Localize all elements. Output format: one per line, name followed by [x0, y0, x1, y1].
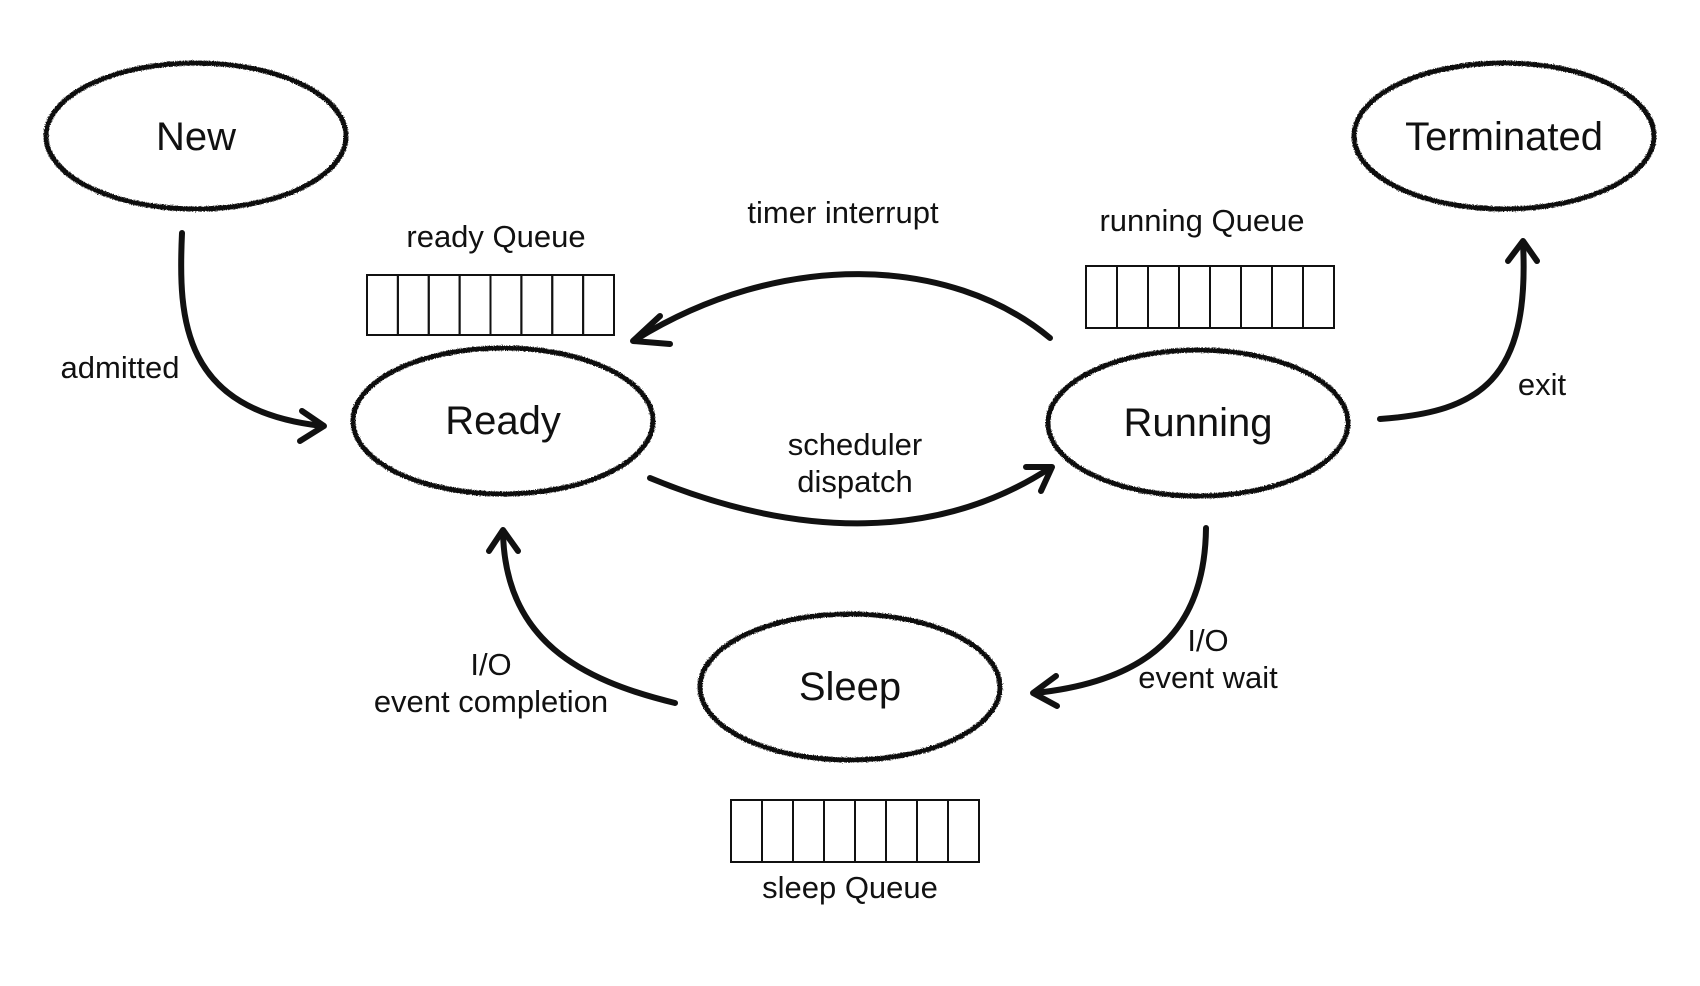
running-queue-cells: [1085, 265, 1335, 329]
sleep-queue-label: sleep Queue: [762, 870, 938, 905]
running-queue-slot: [1302, 265, 1335, 329]
arrow-scheduler-dispatch: [647, 464, 1055, 527]
label-admitted: admitted: [61, 350, 180, 385]
state-sleep: Sleep: [697, 611, 1003, 763]
running-queue-slot: [1271, 265, 1304, 329]
ready-queue-slot: [551, 274, 585, 336]
label-timer-interrupt: timer interrupt: [747, 195, 939, 230]
sleep-queue-slot: [885, 799, 918, 863]
sleep-queue-slot: [761, 799, 794, 863]
ready-queue-slot: [427, 274, 461, 336]
label-scheduler: scheduler: [788, 427, 922, 462]
sleep-queue-slot: [730, 799, 763, 863]
running-queue: running Queue: [1085, 203, 1335, 329]
ready-queue-slot: [582, 274, 615, 336]
ready-queue-slot: [489, 274, 523, 336]
label-io-completion-2: event completion: [374, 684, 608, 719]
running-queue-slot: [1116, 265, 1149, 329]
arrow-timer-interrupt: [630, 271, 1053, 347]
arrow-io-event-completion: [486, 527, 678, 706]
running-queue-label: running Queue: [1099, 203, 1304, 238]
ready-queue-slot: [520, 274, 554, 336]
running-queue-slot: [1085, 265, 1118, 329]
label-exit: exit: [1518, 367, 1567, 402]
sleep-queue-slot: [916, 799, 949, 863]
arrow-io-event-wait: [1030, 525, 1209, 709]
running-queue-slot: [1147, 265, 1180, 329]
sleep-queue-slot: [823, 799, 856, 863]
running-queue-slot: [1178, 265, 1211, 329]
ready-queue-slot: [458, 274, 492, 336]
state-ready-label: Ready: [445, 399, 561, 443]
state-terminated-label: Terminated: [1405, 115, 1603, 159]
state-ready: Ready: [350, 345, 656, 497]
ready-queue-slot: [366, 274, 399, 336]
state-terminated: Terminated: [1351, 60, 1657, 212]
state-new: New: [43, 60, 349, 212]
sleep-queue-slot: [854, 799, 887, 863]
state-running: Running: [1045, 347, 1351, 499]
state-sleep-label: Sleep: [799, 665, 901, 709]
ready-queue: ready Queue: [366, 219, 615, 336]
ready-queue-cells: [366, 274, 615, 336]
label-io-wait-1: I/O: [1187, 623, 1228, 658]
sleep-queue-slot: [792, 799, 825, 863]
ready-queue-label: ready Queue: [406, 219, 585, 254]
state-running-label: Running: [1123, 401, 1272, 445]
running-queue-slot: [1240, 265, 1273, 329]
arrow-exit: [1377, 238, 1540, 422]
label-dispatch: dispatch: [797, 464, 912, 499]
sleep-queue-cells: [730, 799, 980, 863]
sleep-queue: sleep Queue: [730, 799, 980, 905]
arrow-admitted: [178, 230, 327, 444]
label-io-wait-2: event wait: [1138, 660, 1278, 695]
label-io-completion-1: I/O: [470, 647, 511, 682]
running-queue-slot: [1209, 265, 1242, 329]
sleep-queue-slot: [947, 799, 980, 863]
state-new-label: New: [156, 115, 236, 159]
ready-queue-slot: [396, 274, 430, 336]
